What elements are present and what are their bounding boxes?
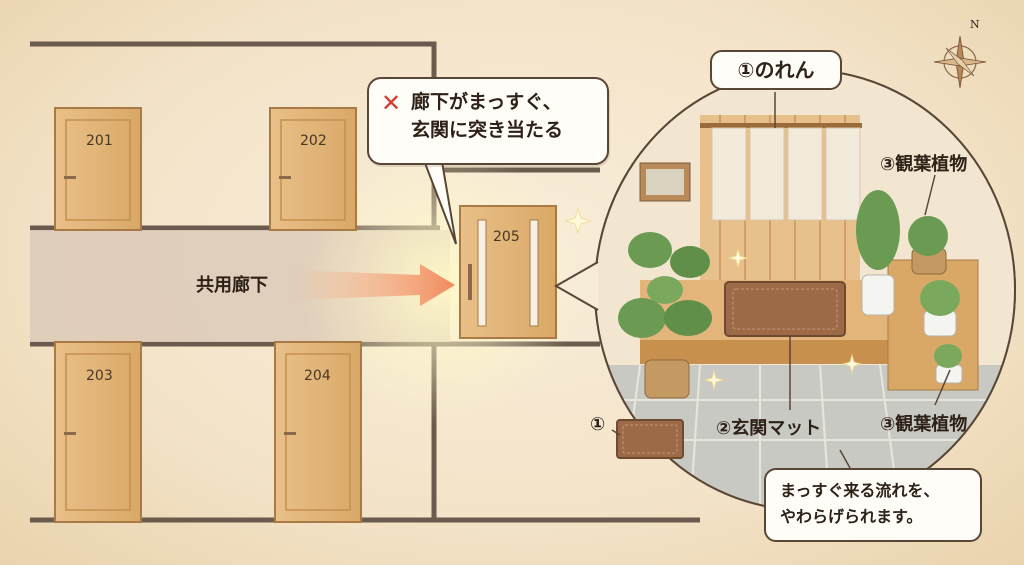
door-number-204: 204 (304, 368, 331, 384)
note-line-2: やわらげられます。 (780, 507, 923, 526)
warning-line-2: 玄関に突き当たる (411, 119, 564, 141)
label-noren: ①のれん (710, 50, 842, 90)
warning-callout: ✕ 廊下がまっすぐ、 玄関に突き当たる (367, 77, 609, 165)
door-203 (54, 341, 142, 523)
door-202 (269, 107, 357, 231)
small-door-mat (616, 419, 684, 459)
corridor-label: 共用廊下 (196, 275, 268, 296)
compass-rose-icon (933, 35, 987, 89)
flow-arrow (290, 264, 455, 306)
door-number-201: 201 (86, 133, 113, 149)
door-number-203: 203 (86, 368, 113, 384)
door-number-205: 205 (493, 229, 520, 245)
door-205 (459, 205, 557, 339)
note-callout: まっすぐ来る流れを、 やわらげられます。 (764, 468, 982, 542)
sparkles (564, 207, 863, 391)
entrance-mat (724, 281, 846, 337)
door-number-202: 202 (300, 133, 327, 149)
label-entrance-mat: ②玄関マット (716, 418, 822, 439)
door-204 (274, 341, 362, 523)
monstera-plant (618, 232, 712, 399)
compass-north-label: N (970, 18, 980, 31)
cross-icon: ✕ (381, 89, 402, 117)
label-plants-bottom: ③観葉植物 (880, 414, 968, 435)
noren-curtain (700, 123, 862, 221)
plant-tall (856, 190, 900, 316)
door-201 (54, 107, 142, 231)
label-mat-number: ① (590, 414, 606, 435)
note-line-1: まっすぐ来る流れを、 (780, 481, 940, 500)
warning-line-1: 廊下がまっすぐ、 (411, 91, 562, 113)
label-plants-top: ③観葉植物 (880, 154, 968, 175)
